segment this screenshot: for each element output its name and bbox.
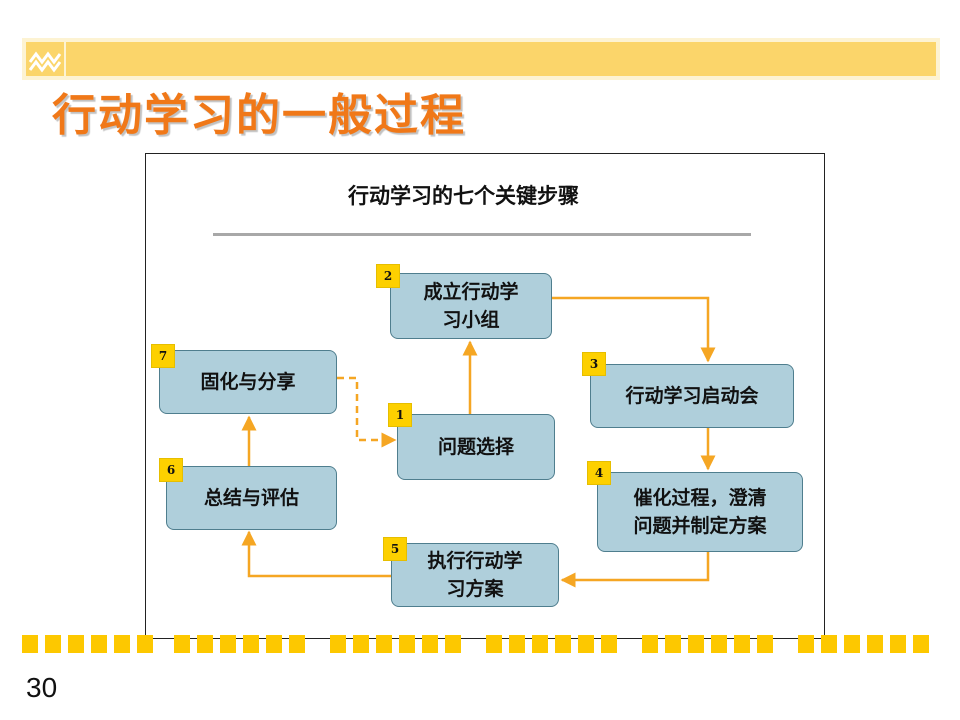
footer-square — [555, 635, 571, 653]
logo-mountain-icon — [26, 42, 64, 76]
footer-square — [45, 635, 61, 653]
footer-square — [798, 635, 814, 653]
diagram-heading: 行动学习的七个关键步骤 — [348, 183, 579, 208]
footer-square — [137, 635, 153, 653]
footer-square-strip — [22, 635, 940, 655]
footer-square — [22, 635, 38, 653]
footer-square — [486, 635, 502, 653]
footer-square — [289, 635, 305, 653]
step-4-number-badge: 4 — [587, 461, 611, 485]
footer-square — [688, 635, 704, 653]
footer-square — [665, 635, 681, 653]
footer-square — [509, 635, 525, 653]
footer-square — [266, 635, 282, 653]
arrow-5-to-6 — [241, 530, 391, 578]
footer-square — [243, 635, 259, 653]
step-2-number-badge: 2 — [376, 264, 400, 288]
footer-square — [532, 635, 548, 653]
footer-square — [197, 635, 213, 653]
step-1-number-badge: 1 — [388, 403, 412, 427]
footer-square — [821, 635, 837, 653]
step-5-number-badge: 5 — [383, 537, 407, 561]
footer-square — [890, 635, 906, 653]
step-label: 执行行动学 习方案 — [427, 550, 523, 600]
step-label: 固化与分享 — [200, 371, 296, 393]
footer-square — [220, 635, 236, 653]
arrow-2-to-3 — [552, 296, 716, 363]
step-6-number-badge: 6 — [159, 458, 183, 482]
footer-square — [91, 635, 107, 653]
step-2-box: 成立行动学 习小组 — [390, 273, 552, 339]
footer-square — [174, 635, 190, 653]
step-4-box: 催化过程，澄清 问题并制定方案 — [597, 472, 803, 552]
arrow-7-to-1 — [337, 376, 397, 448]
footer-square — [353, 635, 369, 653]
step-5-box: 执行行动学 习方案 — [391, 543, 559, 607]
step-1-box: 问题选择 — [397, 414, 555, 480]
footer-square — [114, 635, 130, 653]
footer-square — [642, 635, 658, 653]
step-label: 行动学习启动会 — [625, 385, 759, 407]
step-label: 成立行动学 习小组 — [423, 281, 519, 331]
footer-square — [734, 635, 750, 653]
footer-square — [399, 635, 415, 653]
arrow-4-to-5 — [560, 552, 710, 588]
step-label: 总结与评估 — [203, 487, 299, 509]
page-number: 30 — [26, 672, 58, 703]
step-label: 催化过程，澄清 问题并制定方案 — [633, 487, 767, 537]
step-label: 问题选择 — [437, 436, 514, 458]
slide-title: 行动学习的一般过程 — [52, 90, 466, 141]
footer-square — [844, 635, 860, 653]
footer-square — [330, 635, 346, 653]
footer-square — [68, 635, 84, 653]
footer-square — [445, 635, 461, 653]
footer-square — [376, 635, 392, 653]
footer-square — [867, 635, 883, 653]
heading-divider — [213, 233, 751, 236]
header-bar — [66, 42, 936, 76]
step-6-box: 总结与评估 — [166, 466, 337, 530]
footer-square — [913, 635, 929, 653]
footer-square — [578, 635, 594, 653]
step-7-box: 固化与分享 — [159, 350, 337, 414]
step-3-number-badge: 3 — [582, 352, 606, 376]
step-7-number-badge: 7 — [151, 344, 175, 368]
step-3-box: 行动学习启动会 — [590, 364, 794, 428]
footer-square — [757, 635, 773, 653]
footer-square — [601, 635, 617, 653]
footer-square — [711, 635, 727, 653]
footer-square — [422, 635, 438, 653]
